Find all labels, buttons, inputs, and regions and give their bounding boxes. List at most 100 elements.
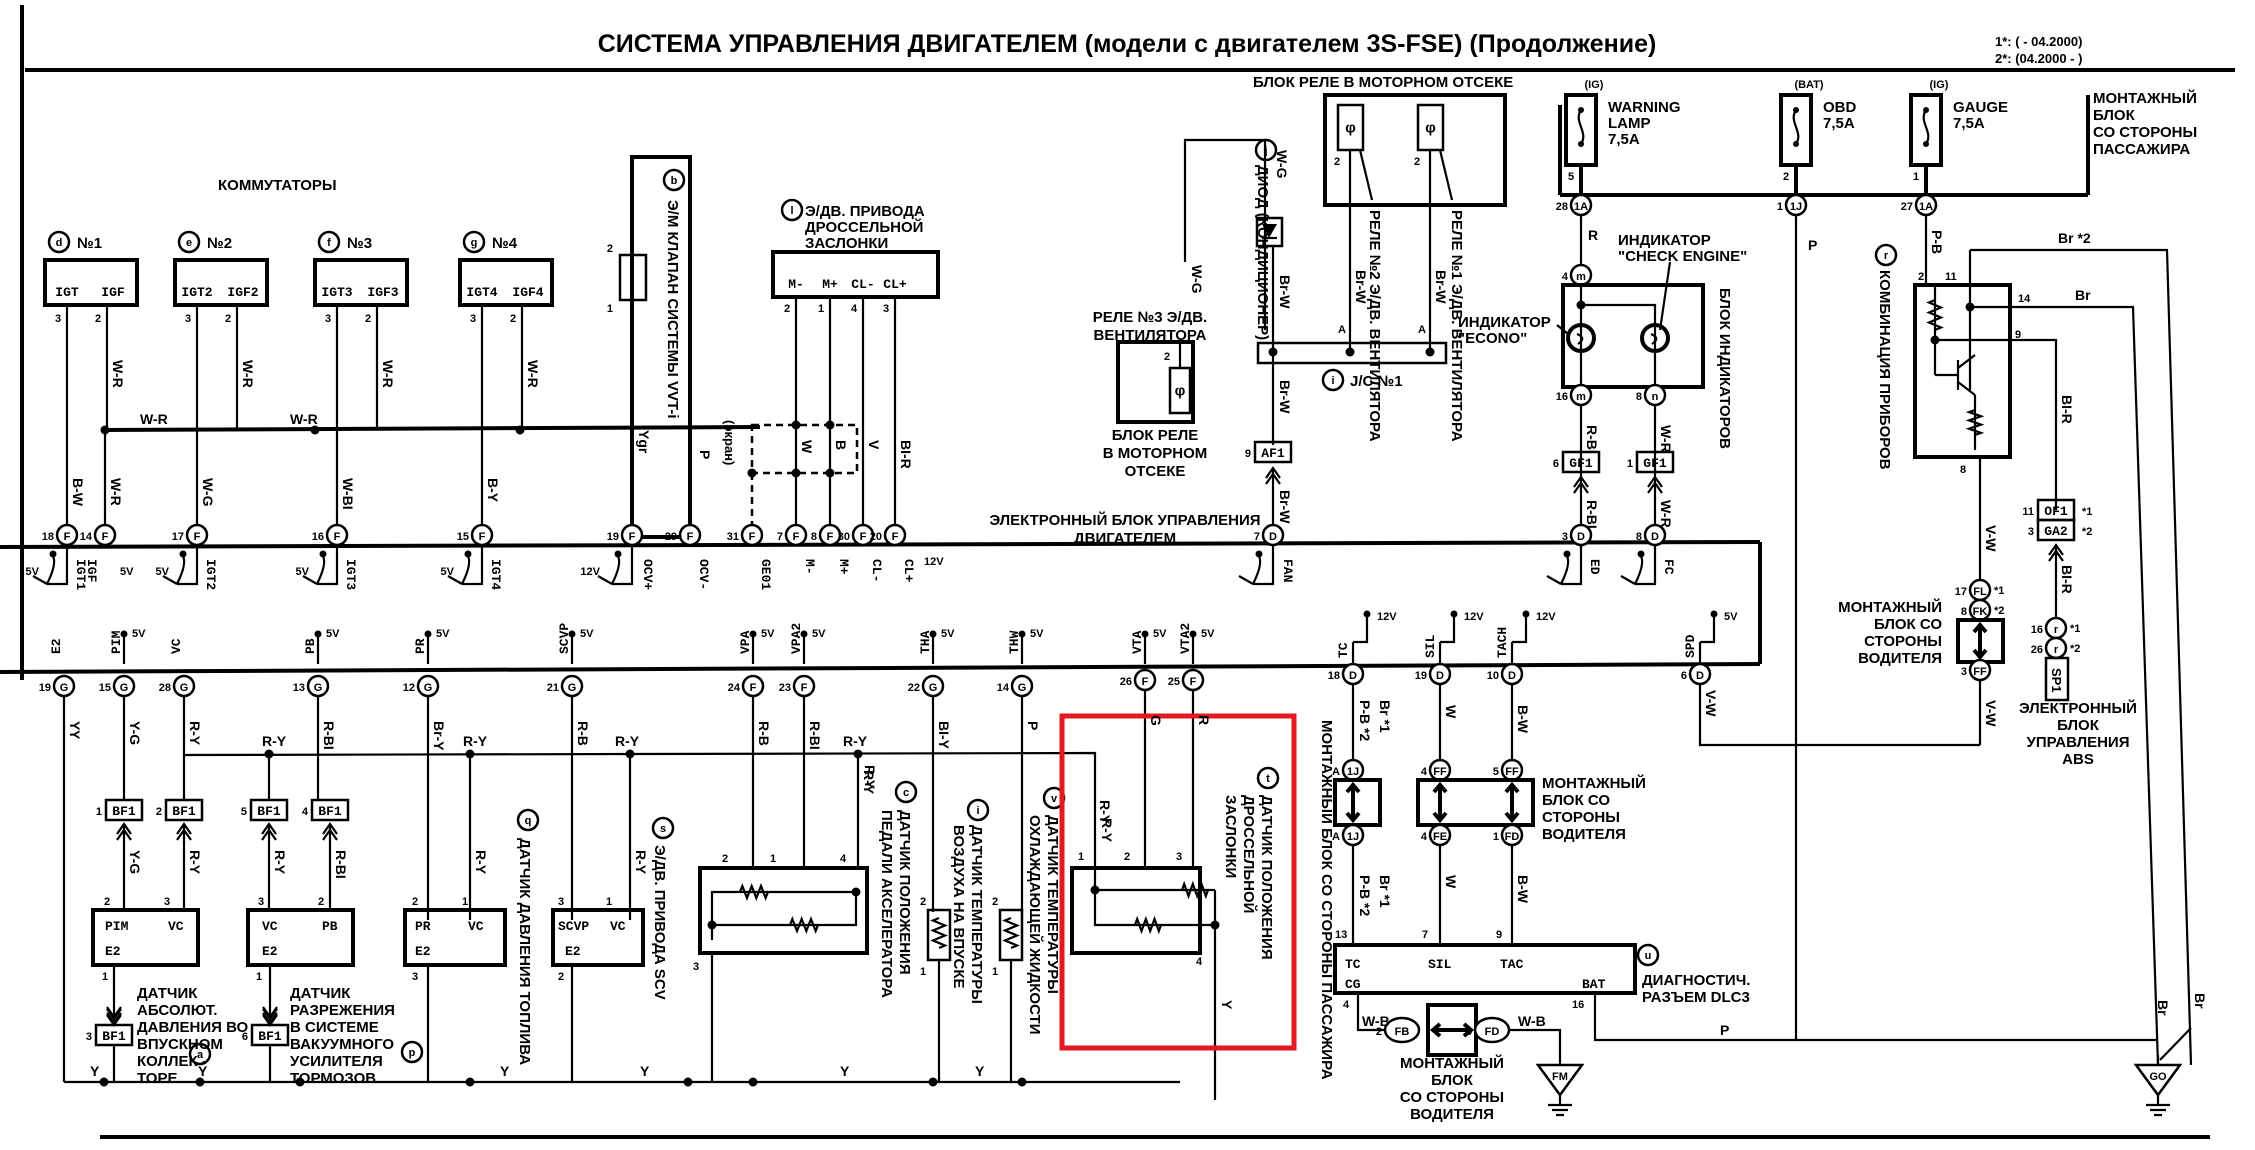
- map-sensor-label: ТОРЕ: [137, 1070, 177, 1087]
- ground-fm-icon-earth-icon: [1548, 1095, 1572, 1117]
- coolant-temp-label: ОХЛАЖДАЮЩЕЙ ЖИДКОСТИ: [1026, 815, 1044, 1035]
- wire-color-label: R-BI: [1584, 500, 1600, 529]
- bl-r-wire: [1935, 338, 2058, 510]
- driver-jb-connector-pin: 4: [1421, 766, 1428, 778]
- voltage-label: 5V: [812, 628, 826, 640]
- ga2-connector-pin: 3: [2028, 526, 2034, 538]
- coil-pin-num: 3: [55, 313, 61, 325]
- ecu-connector-pin: 19: [1415, 670, 1427, 682]
- junction-dot: [195, 1077, 205, 1087]
- wire-color-label: R-Y: [861, 770, 877, 795]
- pin-num: 4: [1343, 999, 1350, 1011]
- ground-connector-pin: 2: [1376, 1026, 1382, 1038]
- wire-color-label: Y: [67, 730, 83, 740]
- indicator-connector-pin: 8: [1636, 391, 1642, 403]
- pin-num: 9: [1496, 929, 1502, 941]
- pin-num: 1: [256, 971, 262, 983]
- fuse-icon-end: [1793, 107, 1799, 113]
- relay3-coil-icon: φ: [1175, 383, 1186, 400]
- note-marker: *2: [1994, 605, 2004, 617]
- ga2-connector-box: [2036, 518, 2076, 542]
- dlc-code-letter: u: [1645, 950, 1652, 962]
- relay1-coil-icon: φ: [1425, 120, 1436, 137]
- tps-code-letter: t: [1266, 773, 1270, 785]
- wire-color-label: V-W: [1983, 700, 1999, 727]
- fuse-connector-code: 1J: [1790, 201, 1802, 213]
- fuse-block-label: БЛОК: [2093, 107, 2136, 124]
- bf1-connector-code: BF1: [102, 1029, 126, 1044]
- pin-num: A: [1418, 324, 1426, 336]
- wire-color-label: R-B: [575, 721, 591, 746]
- ecu-connector-code: G: [568, 682, 577, 694]
- sensor-pin: E2: [105, 944, 121, 959]
- fuse-icon: [1577, 109, 1585, 145]
- ecu-signal-label: SCVP: [557, 623, 572, 654]
- vacuum-sensor-box: [246, 908, 355, 967]
- wire: [2159, 1027, 2192, 1061]
- fuse-source: (BAT): [1794, 79, 1823, 91]
- coil-pin-label: IGT4: [466, 285, 497, 300]
- wire-color-label: Y: [500, 1063, 510, 1079]
- vacuum-sensor-label: ТОРМОЗОВ: [290, 1070, 376, 1087]
- relay-block-box: [1323, 93, 1507, 207]
- junction-dot: [825, 420, 835, 430]
- wire-color-label: W: [1443, 875, 1459, 889]
- coil-code: [47, 230, 71, 254]
- map-sensor-box: [91, 908, 200, 967]
- wire-color-label: Br *1: [1377, 700, 1393, 733]
- cluster-resistor-icon: [1965, 408, 1985, 437]
- scv-label: Э/ДВ. ПРИВОДА SCV: [651, 845, 668, 1000]
- fuse-source: (IG): [1930, 79, 1949, 91]
- wire-color-label: Y-G: [127, 850, 143, 874]
- voltage-label: 5V: [941, 628, 955, 640]
- fuse-connector-code: 1A: [1574, 201, 1588, 213]
- jc-code: [1321, 368, 1345, 392]
- relay3-block-label: В МОТОРНОМ: [1103, 445, 1208, 462]
- ground-go-icon-earth-icon: [2146, 1095, 2170, 1117]
- ecu-signal-label: ED: [1587, 559, 1602, 575]
- coil-name: №4: [492, 235, 518, 252]
- wire-color-label: W-R: [240, 360, 256, 388]
- sensor-pin: PR: [415, 919, 431, 934]
- ecu-signal-label: VC: [169, 638, 184, 654]
- wire-color-label: W-B: [1362, 1013, 1390, 1029]
- driver-block-label: МОНТАЖНЫЙ: [1838, 598, 1942, 616]
- bf1-connector-code: BF1: [318, 804, 342, 819]
- vacuum-sensor-label: ВАКУУМНОГО: [290, 1036, 394, 1053]
- wire-color-label: P-B *2: [1357, 875, 1373, 916]
- coil-pin-num: 2: [95, 313, 101, 325]
- passenger-jb-connector-pin: A: [1332, 766, 1340, 778]
- ecu-connector-code: F: [749, 531, 756, 543]
- supply-node: [1141, 630, 1149, 638]
- wire-color-label: V: [866, 440, 882, 450]
- wire-color-label: R-Y: [262, 733, 287, 749]
- ecu-connector-code: F: [801, 682, 808, 694]
- relay2-coil-icon: φ: [1345, 120, 1356, 137]
- igniter-driver-icon: [162, 544, 199, 586]
- ecu-signal-label: IGT3: [343, 559, 358, 590]
- econo-lamp-icon: [1566, 323, 1596, 353]
- ecu-signal-label: PR: [413, 638, 428, 654]
- jc-label: J/C №1: [1350, 373, 1403, 390]
- tps-label: ЗАСЛОНКИ: [1222, 795, 1239, 878]
- coil-pin-num: 3: [185, 313, 191, 325]
- accel-code-letter: c: [903, 787, 909, 799]
- throttle-motor-code-letter: l: [790, 205, 793, 217]
- intake-temp-box: [926, 908, 952, 962]
- gf1-connector-code: GF1: [1643, 456, 1667, 471]
- wire-color-label: W-R: [110, 360, 126, 388]
- coil-pin-label: IGF3: [367, 285, 398, 300]
- ecu-connector-code: F: [1190, 676, 1197, 688]
- note-marker: *1: [2070, 623, 2080, 635]
- coolant-temp-label: ДАТЧИК ТЕМПЕРАТУРЫ: [1044, 815, 1061, 994]
- junction-dot: [1017, 1077, 1027, 1087]
- igniter-driver-icon-dot: [319, 550, 327, 558]
- bf1-connector-pin: 5: [241, 806, 247, 818]
- wire-color-label: P-B *2: [1357, 700, 1373, 741]
- wire-color-label: Br: [2075, 287, 2091, 303]
- wire-color-label: W-R: [1658, 500, 1674, 528]
- intake-temp-label: ДАТЧИК ТЕМПЕРАТУРЫ: [968, 825, 985, 1004]
- shield-label: (экран): [722, 420, 737, 465]
- abs-connector-pin: 26: [2031, 644, 2043, 656]
